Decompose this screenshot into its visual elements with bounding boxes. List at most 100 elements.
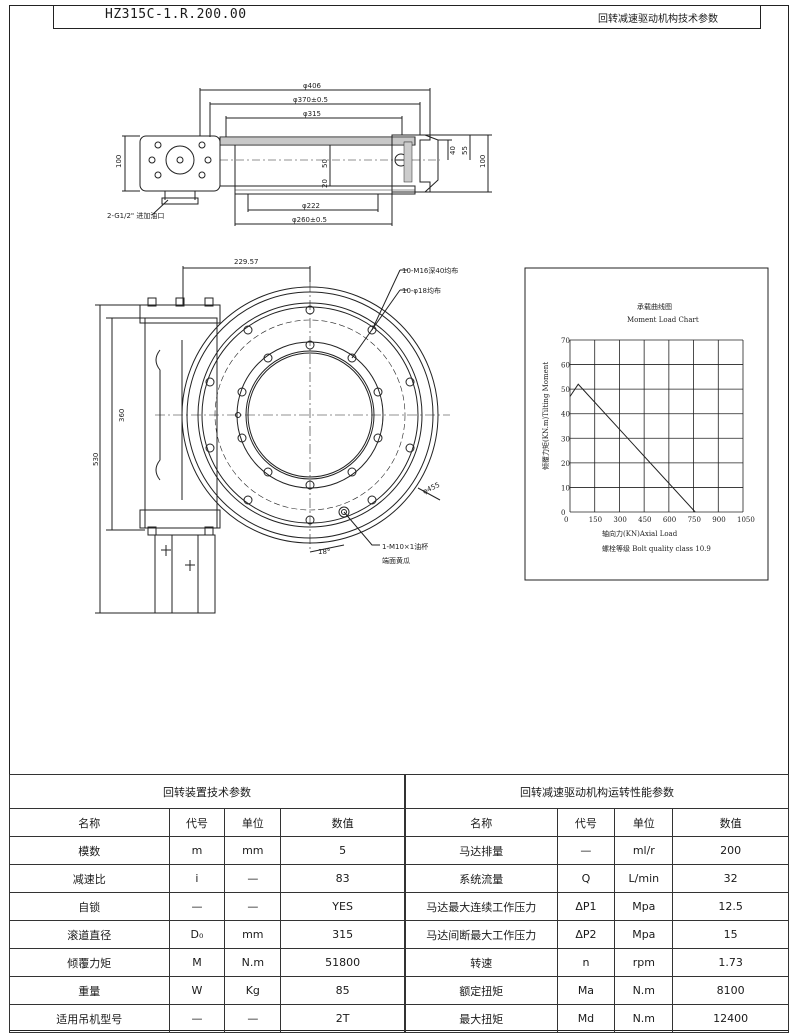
dim-530: 530 [92,453,100,466]
side-view [122,88,492,226]
chart-y-tick: 50 [561,386,570,394]
dim-100-right: 100 [479,155,487,168]
chart-x-tick: 450 [638,516,651,524]
chart-y-tick: 70 [561,337,570,345]
table-cell: Q [556,864,616,893]
table-cell: 2T [280,1004,405,1033]
table-cell: W [168,976,226,1005]
technical-drawing: φ406 φ370±0.5 φ315 φ222 φ260±0.5 100 50 … [92,82,769,614]
table-cell: — [224,892,282,921]
table-row: 适用吊机型号——2T [9,1004,405,1033]
table-cell: — [224,864,282,893]
chart-y-tick: 0 [561,509,565,517]
chart-title: 承载曲线图 [637,302,672,311]
dim-260: φ260±0.5 [292,216,327,224]
dim-455: φ455 [421,481,441,496]
table-cell: 8100 [672,976,789,1005]
table-cell: 适用吊机型号 [9,1004,170,1033]
table-cell: N.m [224,948,282,977]
table-cell: — [556,836,616,865]
chart-subtitle: Moment Load Chart [627,316,699,324]
column-header: 单位 [614,808,674,837]
column-header: 代号 [168,808,226,837]
table-cell: 重量 [9,976,170,1005]
chart-frame [524,267,769,581]
table-cell: 32 [672,864,789,893]
column-header: 单位 [224,808,282,837]
column-header: 名称 [405,808,558,837]
chart-x-tick: 750 [688,516,701,524]
table-cell: ΔP2 [556,920,616,949]
table-cell: 315 [280,920,405,949]
dim-angle: 18° [318,548,330,556]
chart-x-tick: 1050 [737,516,755,524]
chart-x-tick: 300 [613,516,626,524]
table-cell: i [168,864,226,893]
column-header: 代号 [556,808,616,837]
dim-55: 55 [461,146,469,155]
oil-port-note: 2-G1/2" 进加油口 [107,211,164,220]
chart-y-tick: 10 [561,484,570,492]
dim-50: 50 [321,159,329,168]
table-cell: ml/r [614,836,674,865]
table-title: 回转装置技术参数 [9,774,405,809]
table-row: 自锁——YES [9,892,405,921]
drawing-number: HZ315C-1.R.200.00 [105,7,247,22]
chart-x-tick: 600 [663,516,676,524]
table-cell: 减速比 [9,864,170,893]
table-cell: Ma [556,976,616,1005]
table-cell: N.m [614,976,674,1005]
table-cell: 最大扭矩 [405,1004,558,1033]
table-cell: 85 [280,976,405,1005]
table-cell: M [168,948,226,977]
chart-x-tick: 900 [712,516,725,524]
table-cell: 1.73 [672,948,789,977]
chart-y-tick: 20 [561,460,570,468]
chart-y-tick: 60 [561,362,570,370]
table-cell: m [168,836,226,865]
table-cell: N.m [614,1004,674,1033]
table-cell: 51800 [280,948,405,977]
column-header: 数值 [672,808,789,837]
table-cell: 倾覆力矩 [9,948,170,977]
dim-360: 360 [118,409,126,422]
table-cell: mm [224,836,282,865]
column-header: 数值 [280,808,405,837]
note-through-holes: 10-φ18均布 [402,286,441,295]
dim-20: 20 [321,179,329,188]
table-cell: — [224,1004,282,1033]
front-view [95,266,450,614]
table-cell: 12400 [672,1004,789,1033]
chart-x-tick: 0 [564,516,568,524]
chart-y-label: 倾覆力矩(KN.m)Tilting Moment [541,362,550,470]
table-cell: D₀ [168,920,226,949]
table-cell: 马达最大连续工作压力 [405,892,558,921]
table-cell: 12.5 [672,892,789,921]
chart-x-tick: 150 [589,516,602,524]
note-grease-nipple: 1-M10×1油杯 [382,542,428,551]
note-end-face: 端面黄瓜 [382,556,410,565]
dim-370: φ370±0.5 [293,96,328,104]
dim-40: 40 [449,146,457,155]
table-cell: Kg [224,976,282,1005]
table-cell: Mpa [614,892,674,921]
chart-y-tick: 40 [561,411,570,419]
table-cell: Mpa [614,920,674,949]
table-cell: YES [280,892,405,921]
title-block [53,5,761,29]
table-cell: 系统流量 [405,864,558,893]
column-header: 名称 [9,808,170,837]
